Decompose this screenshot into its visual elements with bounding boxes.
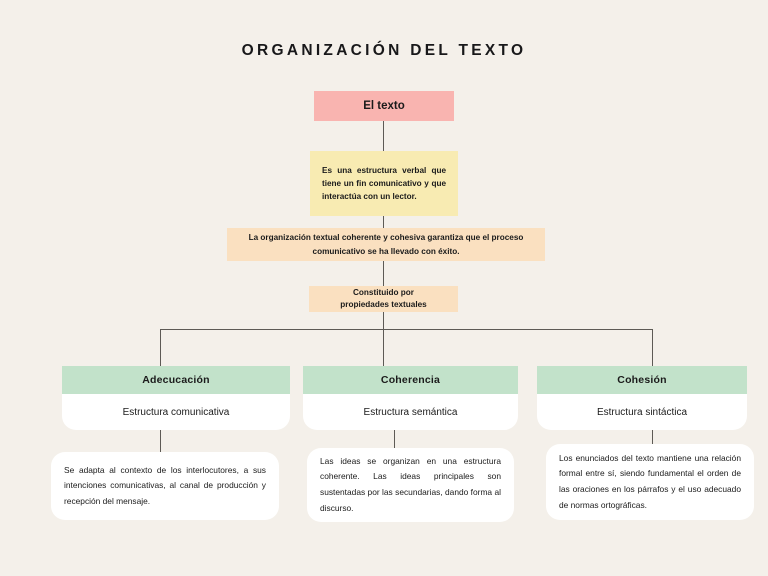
node-statement-text: La organización textual coherente y cohe… xyxy=(248,233,524,256)
node-constituted-by-line1: Constituido por xyxy=(353,287,414,297)
branch-subtitle-3: Estructura sintáctica xyxy=(596,406,688,418)
page-title: ORGANIZACIÓN DEL TEXTO xyxy=(241,42,527,59)
branch-detail-text-2: Las ideas se organizan en una estructura… xyxy=(320,455,501,513)
branch-detail-cohesion[interactable]: Los enunciados del texto mantiene una re… xyxy=(546,444,754,520)
connector-bus-to-branch-1 xyxy=(160,329,161,366)
branch-header-2: Coherencia xyxy=(303,366,518,394)
connector-branch-1-to-detail xyxy=(160,430,161,452)
branch-card-adecucacion[interactable]: Adecucación Estructura comunicativa xyxy=(62,366,290,430)
branch-header-1: Adecucación xyxy=(62,366,290,394)
connector-horizontal-bus xyxy=(160,329,653,330)
connector-constituted-to-bus xyxy=(383,312,384,329)
branch-detail-coherencia[interactable]: Las ideas se organizan en una estructura… xyxy=(307,448,514,522)
branch-detail-text-3: Los enunciados del texto mantiene una re… xyxy=(559,452,741,510)
node-root-label: El texto xyxy=(363,100,405,112)
branch-subtitle-1: Estructura comunicativa xyxy=(122,406,230,418)
node-constituted-by-line2: propiedades textuales xyxy=(340,300,427,309)
node-root[interactable]: El texto xyxy=(314,91,454,121)
connector-branch-3-to-detail xyxy=(652,430,653,444)
branch-detail-text-1: Se adapta al contexto de los interlocuto… xyxy=(64,464,266,506)
connector-bus-to-branch-2 xyxy=(383,329,384,366)
branch-subtitle-2: Estructura semántica xyxy=(363,406,458,418)
branch-card-coherencia[interactable]: Coherencia Estructura semántica xyxy=(303,366,518,430)
branch-header-3: Cohesión xyxy=(537,366,747,394)
connector-bus-to-branch-3 xyxy=(652,329,653,366)
branch-card-cohesion[interactable]: Cohesión Estructura sintáctica xyxy=(537,366,747,430)
connector-statement-to-constituted xyxy=(383,261,384,286)
node-definition-text: Es una estructura verbal que tiene un fi… xyxy=(322,165,446,202)
connector-definition-to-statement xyxy=(383,216,384,228)
node-definition[interactable]: Es una estructura verbal que tiene un fi… xyxy=(310,151,458,216)
node-statement[interactable]: La organización textual coherente y cohe… xyxy=(227,228,545,261)
branch-detail-adecucacion[interactable]: Se adapta al contexto de los interlocuto… xyxy=(51,452,279,520)
connector-branch-2-to-detail xyxy=(394,430,395,448)
connector-root-to-definition xyxy=(383,121,384,151)
node-constituted-by[interactable]: Constituido por propiedades textuales xyxy=(309,286,458,312)
